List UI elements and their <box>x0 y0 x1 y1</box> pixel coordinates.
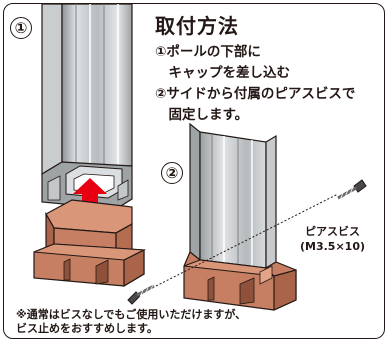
guide-line <box>155 193 339 287</box>
screw-label-name: ピアスビス <box>305 225 360 238</box>
screw-label-size: (M3.5×10) <box>300 240 366 253</box>
footnote-line: ビス止めをおすすめします。 <box>16 322 158 335</box>
screw-icon <box>337 179 367 201</box>
screw-label: ピアスビス (M3.5×10) <box>300 224 365 254</box>
instruction-list: ①ポールの下部に キャップを差し込む ②サイドから付属のピアスビスで 固定します… <box>155 42 355 126</box>
installation-panel: ① ② 取付方法 ①ポールの下部に キャップを差し込む ②サイドから付属のピアス… <box>3 3 385 339</box>
screw-icon <box>127 284 155 305</box>
footnote-line: ※通常はビスなしでもご使用いただけますが、 <box>16 308 247 321</box>
cap-illustration <box>33 199 146 288</box>
step-number-badge: ① <box>10 17 32 39</box>
page-title: 取付方法 <box>155 14 239 38</box>
pole-illustration <box>41 4 133 210</box>
instruction-step: ①ポールの下部に キャップを差し込む <box>155 44 290 81</box>
cap-illustration <box>183 251 297 311</box>
arrow-up-icon <box>73 178 107 204</box>
step-number-badge: ② <box>161 162 183 184</box>
pole-illustration <box>189 122 277 270</box>
footnote: ※通常はビスなしでもご使用いただけますが、 ビス止めをおすすめします。 <box>16 308 246 336</box>
installation-illustration <box>33 4 367 311</box>
instruction-step: ②サイドから付属のピアスビスで 固定します。 <box>155 86 356 123</box>
